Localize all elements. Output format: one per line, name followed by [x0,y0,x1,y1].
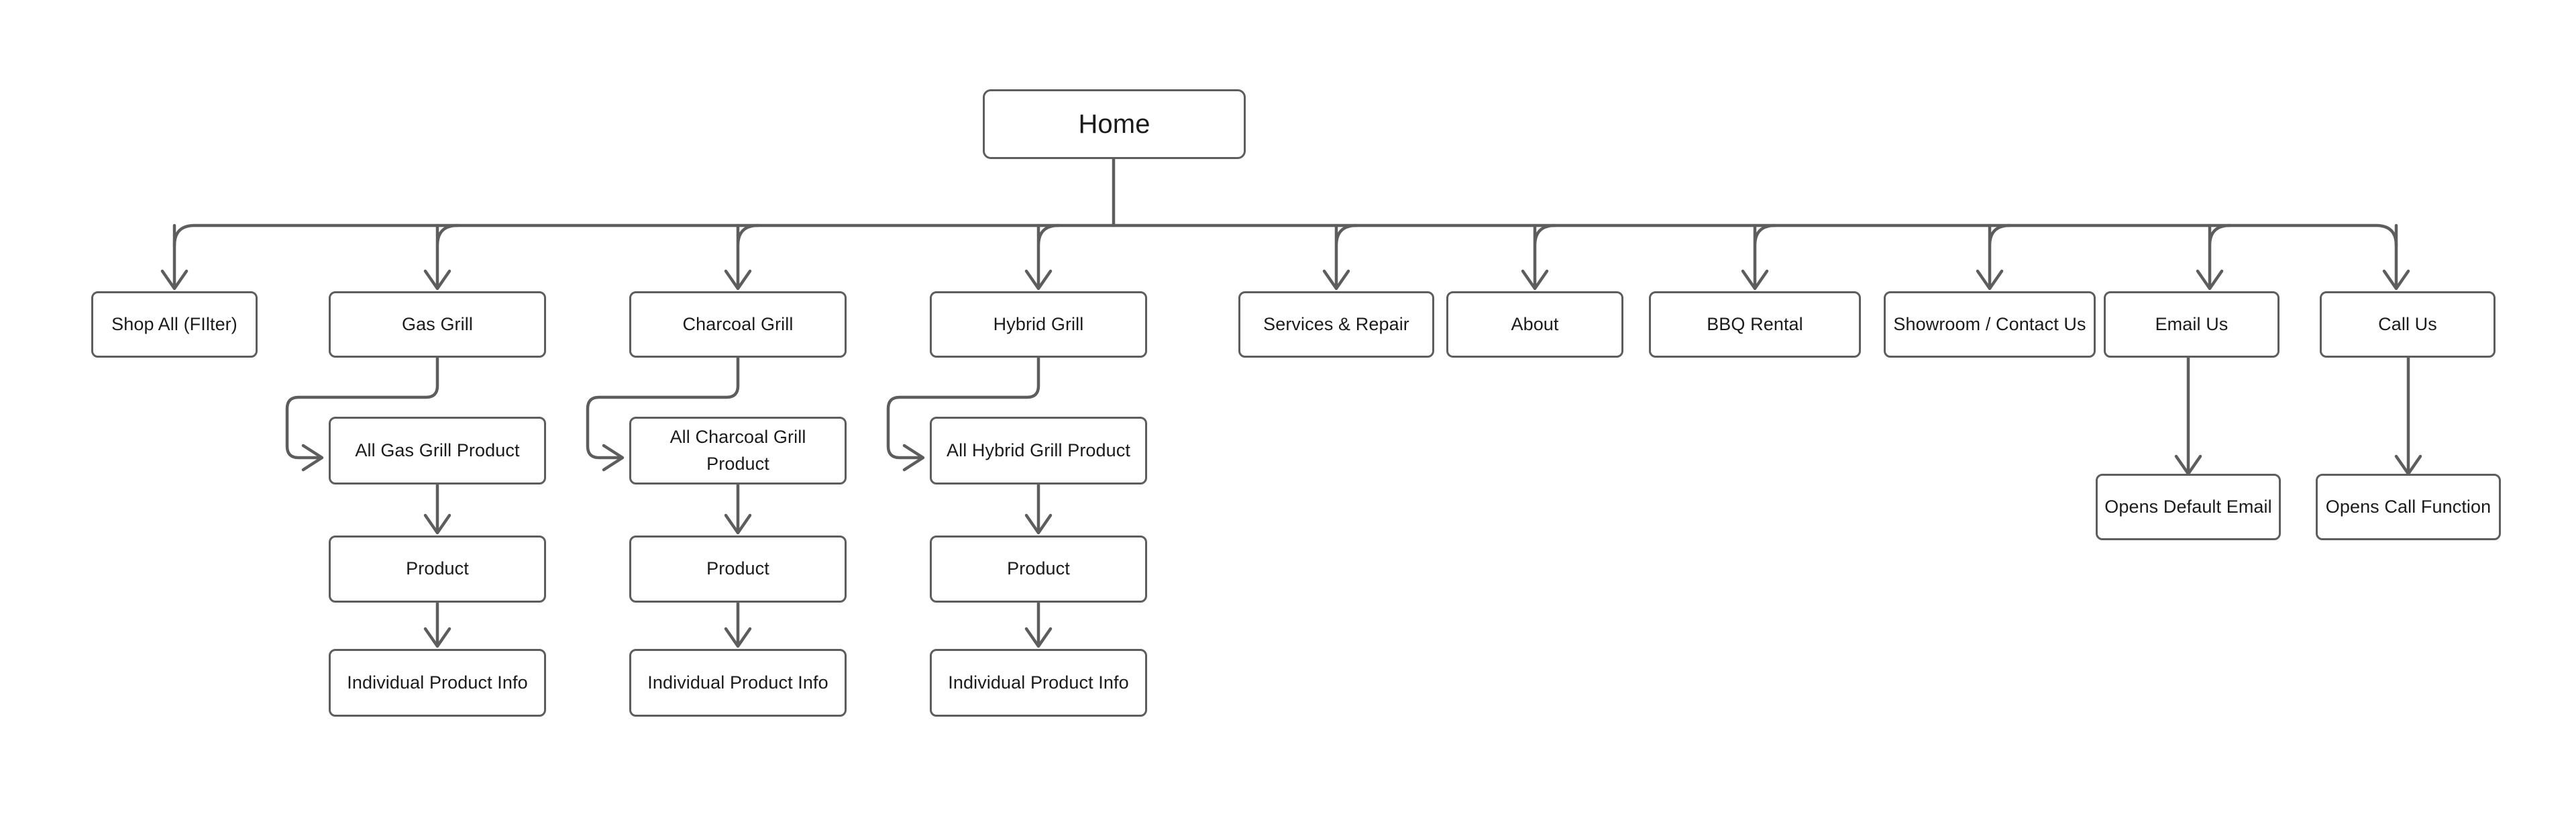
node-gas-individual-product-info-label: Individual Product Info [347,672,528,693]
node-hybrid-grill[interactable]: Hybrid Grill [930,291,1147,358]
node-email-us[interactable]: Email Us [2104,291,2279,358]
connector-drop-gas [435,223,460,287]
arrowhead-opens-call [2394,454,2422,476]
node-home[interactable]: Home [983,89,1246,159]
connector-bus [172,223,2398,248]
node-bbq-rental[interactable]: BBQ Rental [1649,291,1861,358]
node-all-hybrid-grill-product[interactable]: All Hybrid Grill Product [930,417,1147,485]
node-home-label: Home [1078,109,1150,139]
connector-drop-showroom [1988,223,2012,287]
arrowhead-gas-info [423,627,451,648]
node-call-us[interactable]: Call Us [2320,291,2496,358]
arrowhead-bbq [1741,269,1769,291]
node-showroom-contact[interactable]: Showroom / Contact Us [1884,291,2096,358]
node-services-repair[interactable]: Services & Repair [1238,291,1434,358]
node-all-gas-grill-product-label: All Gas Grill Product [355,440,520,460]
arrowhead-gas [423,269,451,291]
arrowhead-charcoal [724,269,752,291]
node-all-gas-grill-product[interactable]: All Gas Grill Product [329,417,546,485]
node-hybrid-individual-product-info-label: Individual Product Info [948,672,1129,693]
node-all-hybrid-grill-product-label: All Hybrid Grill Product [947,440,1130,460]
connector-drop-hybrid [1036,223,1061,287]
node-gas-grill-label: Gas Grill [402,313,473,334]
connector-drop-email [2208,223,2232,287]
node-charcoal-grill-label: Charcoal Grill [682,313,794,334]
arrowhead-hybrid [1024,269,1053,291]
node-charcoal-grill[interactable]: Charcoal Grill [629,291,847,358]
arrowhead-allcharcoal [602,444,625,472]
arrowhead-opens-email [2174,454,2202,476]
node-hybrid-individual-product-info[interactable]: Individual Product Info [930,649,1147,717]
arrowhead-hybrid-product [1024,513,1053,535]
node-about[interactable]: About [1446,291,1623,358]
node-services-repair-label: Services & Repair [1263,313,1409,334]
arrowhead-about [1521,269,1549,291]
connector-drop-about [1533,223,1557,287]
node-charcoal-product-label: Product [706,558,769,579]
node-all-charcoal-grill-product-label: All Charcoal Grill Product [669,427,806,474]
node-opens-call-function[interactable]: Opens Call Function [2316,474,2501,540]
node-opens-call-function-label: Opens Call Function [2325,496,2491,517]
arrowhead-email [2196,269,2224,291]
node-opens-default-email-label: Opens Default Email [2104,496,2272,517]
connector-drop-charcoal [736,223,760,287]
arrowhead-allgas [301,444,324,472]
node-about-label: About [1511,313,1559,334]
node-opens-default-email[interactable]: Opens Default Email [2096,474,2281,540]
node-gas-grill[interactable]: Gas Grill [329,291,546,358]
arrowhead-charcoal-info [724,627,752,648]
connector-drop-bbq [1753,223,1777,287]
node-showroom-contact-label: Showroom / Contact Us [1893,313,2086,334]
arrowhead-showroom [1976,269,2004,291]
connector-drop-services [1334,223,1358,287]
arrowhead-shop-all [160,269,189,291]
arrowhead-services [1322,269,1350,291]
node-email-us-label: Email Us [2155,313,2229,334]
node-bbq-rental-label: BBQ Rental [1707,313,1803,334]
node-charcoal-individual-product-info[interactable]: Individual Product Info [629,649,847,717]
node-hybrid-product[interactable]: Product [930,536,1147,603]
arrowhead-charcoal-product [724,513,752,535]
node-gas-product-label: Product [406,558,469,579]
node-call-us-label: Call Us [2378,313,2437,334]
node-shop-all[interactable]: Shop All (FIlter) [91,291,258,358]
arrowhead-hybrid-info [1024,627,1053,648]
node-charcoal-product[interactable]: Product [629,536,847,603]
node-gas-individual-product-info[interactable]: Individual Product Info [329,649,546,717]
node-hybrid-product-label: Product [1007,558,1070,579]
node-gas-product[interactable]: Product [329,536,546,603]
node-hybrid-grill-label: Hybrid Grill [993,313,1084,334]
arrowhead-call [2382,269,2410,291]
arrowhead-allhybrid [902,444,925,472]
arrowhead-gas-product [423,513,451,535]
node-all-charcoal-grill-product[interactable]: All Charcoal Grill Product [629,417,847,485]
node-charcoal-individual-product-info-label: Individual Product Info [647,672,828,693]
node-shop-all-label: Shop All (FIlter) [111,313,237,334]
